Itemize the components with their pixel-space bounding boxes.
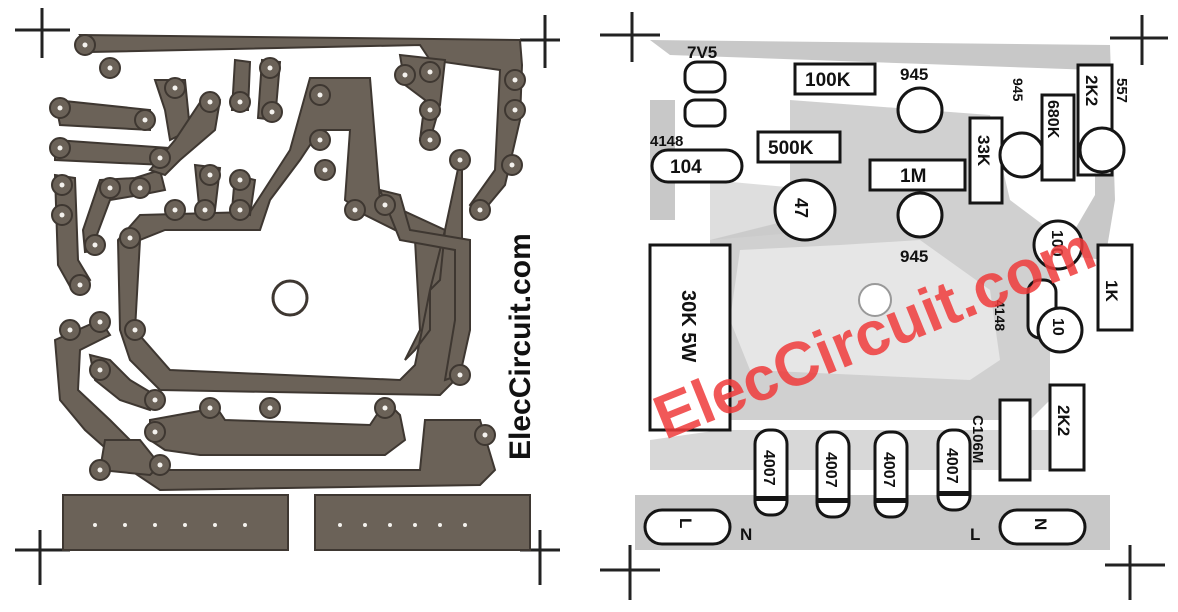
label-r-1m: 1M [900,166,926,187]
overlay-mounting-hole [858,283,892,317]
label-term-left: L [676,518,695,528]
label-r-33k: 33K [974,135,993,167]
label-d4: 4007 [943,448,960,484]
label-d2: 4007 [822,452,839,488]
copper-pads [49,34,526,527]
label-term-right-l: L [970,525,980,544]
copper-layout-panel: ElecCircuit.com [0,0,560,612]
label-pot-500k: 500K [768,138,814,159]
left-watermark: ElecCircuit.com [504,233,537,460]
label-cap-10: 10 [1049,318,1066,336]
label-cap-100: 100 [1048,230,1065,257]
label-r-680k: 680K [1044,100,1061,139]
label-zener: 7V5 [687,43,717,62]
label-4148-mid: 4148 [992,300,1008,331]
label-q1: 945 [900,65,928,84]
label-q4: 557 [1113,78,1130,103]
copper-traces [53,33,531,551]
label-r-1k: 1K [1102,280,1121,302]
overlay-registration-marks [600,12,1168,600]
label-r-30k: 30K 5W [677,290,699,362]
label-scr: C106M [969,415,986,463]
label-r-100k: 100K [805,70,851,91]
registration-marks [15,8,560,585]
label-cap-47: 47 [791,198,811,218]
label-r-2k2-top: 2K2 [1082,75,1101,106]
label-r-2k2-bottom: 2K2 [1054,405,1073,436]
label-cap-104: 104 [670,157,702,178]
label-q2: 945 [900,247,928,266]
component-overlay-svg: 7V5 4148 104 100K 500K 945 1M 945 47 33K… [600,12,1168,600]
label-term-right: N [1031,518,1050,530]
copper-layout-svg: ElecCircuit.com [15,8,560,585]
label-4148-top: 4148 [650,133,683,150]
label-term-left-n: N [740,525,752,544]
component-overlay-panel: 7V5 4148 104 100K 500K 945 1M 945 47 33K… [590,0,1178,612]
label-q3: 945 [1010,78,1026,102]
component-outlines [643,60,1134,546]
label-d1: 4007 [760,450,777,486]
mounting-hole [271,279,309,317]
diode-bands [755,491,970,503]
label-d3: 4007 [880,452,897,488]
